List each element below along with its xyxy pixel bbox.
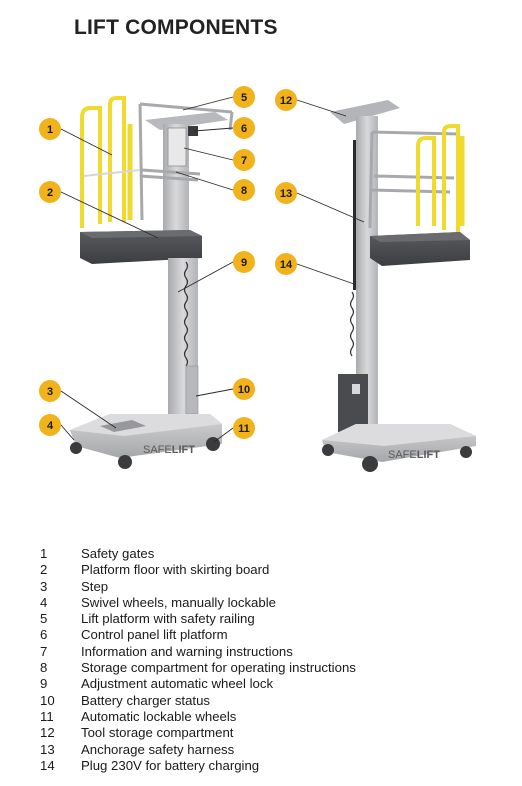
callout-2: 2 bbox=[39, 181, 61, 203]
callout-3: 3 bbox=[39, 380, 61, 402]
right-yellow-gate-1 bbox=[416, 136, 436, 226]
left-swivel-wheel bbox=[70, 442, 82, 454]
svg-text:11: 11 bbox=[238, 423, 250, 435]
right-lift: SAFELIFT bbox=[322, 100, 476, 472]
right-front-wheel bbox=[362, 456, 378, 472]
left-info-panel bbox=[167, 127, 187, 167]
callout-6: 6 bbox=[233, 117, 255, 139]
left-front-wheel bbox=[118, 455, 132, 469]
left-battery-box bbox=[185, 365, 199, 415]
right-spiral-cable bbox=[349, 291, 355, 357]
right-mast bbox=[356, 116, 378, 436]
callout-5: 5 bbox=[233, 86, 255, 108]
left-brand-label: SAFELIFT bbox=[143, 444, 195, 456]
svg-text:13: 13 bbox=[280, 188, 292, 200]
callout-8: 8 bbox=[233, 179, 255, 201]
svg-text:7: 7 bbox=[241, 155, 247, 167]
callout-markers: 1 2 3 4 5 6 7 8 9 10 11 12 13 14 bbox=[39, 86, 297, 439]
right-top-tray bbox=[330, 100, 400, 124]
page-title: LIFT COMPONENTS bbox=[74, 16, 278, 39]
svg-text:12: 12 bbox=[280, 95, 292, 107]
lift-illustration: SAFELIFT SAFELIFT bbox=[0, 60, 522, 480]
callout-9: 9 bbox=[233, 251, 255, 273]
svg-text:5: 5 bbox=[241, 92, 247, 104]
left-lift: SAFELIFT bbox=[70, 96, 234, 469]
callout-4: 4 bbox=[39, 414, 61, 436]
right-battery-housing bbox=[338, 374, 368, 432]
right-side-wheel bbox=[460, 446, 472, 458]
right-grey-railing bbox=[368, 130, 461, 229]
svg-text:6: 6 bbox=[241, 123, 247, 135]
right-yellow-gate-2 bbox=[442, 124, 460, 232]
right-rear-wheel bbox=[322, 444, 334, 456]
svg-text:2: 2 bbox=[47, 187, 53, 199]
svg-text:9: 9 bbox=[241, 257, 247, 269]
callout-leader-lines bbox=[60, 96, 365, 443]
callout-10: 10 bbox=[233, 378, 255, 400]
left-platform-floor bbox=[80, 230, 202, 264]
left-yellow-gate-2 bbox=[108, 96, 126, 222]
callout-14: 14 bbox=[275, 253, 297, 275]
right-brand-label: SAFELIFT bbox=[388, 449, 440, 461]
callout-7: 7 bbox=[233, 149, 255, 171]
callout-12: 12 bbox=[275, 89, 297, 111]
left-spiral-cable bbox=[183, 261, 189, 367]
svg-text:3: 3 bbox=[47, 386, 53, 398]
left-control-panel bbox=[188, 126, 198, 136]
svg-text:14: 14 bbox=[280, 259, 293, 271]
svg-text:1: 1 bbox=[47, 124, 53, 136]
svg-text:10: 10 bbox=[238, 384, 250, 396]
callout-1: 1 bbox=[39, 118, 61, 140]
callout-13: 13 bbox=[275, 182, 297, 204]
svg-text:8: 8 bbox=[241, 185, 247, 197]
svg-text:4: 4 bbox=[47, 420, 54, 432]
left-step bbox=[100, 420, 146, 432]
lift-diagram-svg: SAFELIFT SAFELIFT bbox=[39, 86, 476, 472]
left-yellow-gate-1 bbox=[80, 106, 102, 228]
callout-11: 11 bbox=[233, 417, 255, 439]
left-grey-railing bbox=[138, 102, 234, 221]
